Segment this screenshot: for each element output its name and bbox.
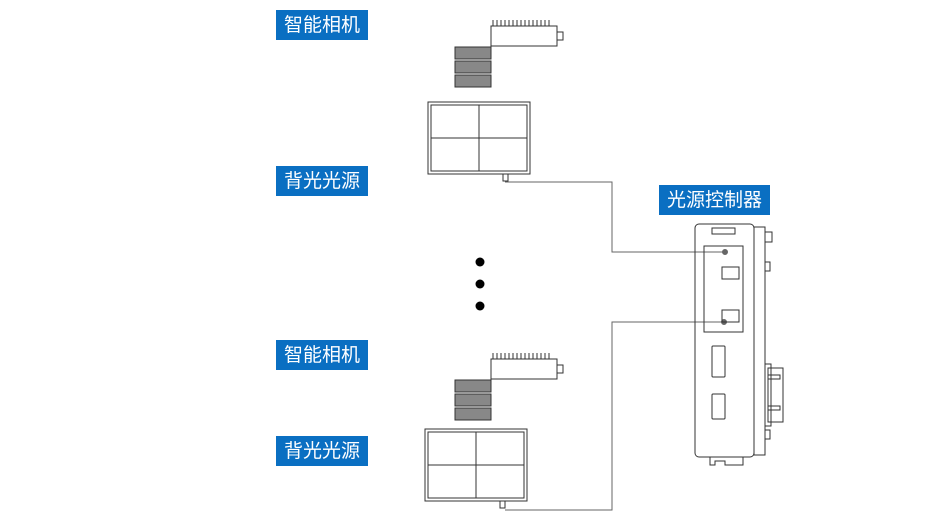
label-smart-camera-1: 智能相机 (276, 10, 369, 40)
backlight-1-icon (427, 101, 531, 182)
label-backlight-1: 背光光源 (276, 166, 369, 196)
smart-camera-1-icon (454, 19, 564, 88)
cable-2 (505, 319, 727, 511)
backlight-2-icon (424, 428, 528, 509)
label-light-controller: 光源控制器 (659, 185, 771, 215)
label-backlight-2: 背光光源 (276, 436, 369, 466)
cable-1 (505, 181, 728, 255)
ellipsis-dots (475, 257, 485, 311)
light-controller-icon (694, 223, 784, 466)
smart-camera-2-icon (454, 352, 564, 421)
label-smart-camera-2: 智能相机 (276, 340, 369, 370)
